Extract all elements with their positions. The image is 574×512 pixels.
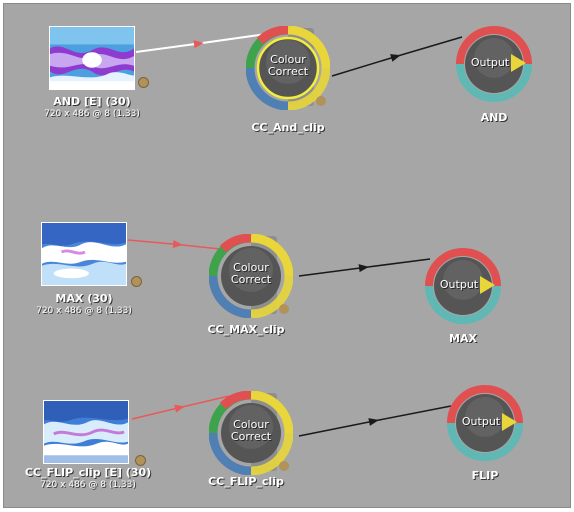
node-title-line1: Colour bbox=[233, 418, 269, 431]
clip-output-port[interactable] bbox=[135, 455, 146, 466]
play-icon bbox=[502, 413, 517, 431]
wire-flip-clip-to-cc[interactable] bbox=[131, 395, 230, 420]
wire-cc-max-to-output[interactable] bbox=[298, 258, 431, 277]
node-title-line1: Colour bbox=[233, 261, 269, 274]
output-node-title: Output bbox=[461, 415, 501, 428]
clip-name: CC_FLIP_clip [E] (30) bbox=[24, 466, 152, 479]
cc-node-label: CC_And_clip bbox=[251, 121, 325, 134]
node-title: Colour Correct bbox=[256, 54, 320, 78]
output-node[interactable]: Output bbox=[425, 248, 501, 324]
node-title-line2: Correct bbox=[230, 273, 272, 286]
cc-node-label: CC_MAX_clip bbox=[207, 323, 285, 336]
colour-correct-node[interactable]: Colour Correct bbox=[209, 391, 293, 475]
clip-thumbnail-flip[interactable] bbox=[43, 400, 129, 464]
clip-dimensions: 720 x 486 @ 8 (1.33) bbox=[40, 480, 136, 490]
play-icon bbox=[511, 54, 526, 72]
clip-name: AND [E] (30) bbox=[53, 95, 131, 108]
cc-node-label: CC_FLIP_clip bbox=[208, 475, 284, 488]
node-title: Colour Correct bbox=[219, 419, 283, 443]
clip-thumbnail-and[interactable] bbox=[49, 26, 135, 90]
node-title-line1: Colour bbox=[270, 53, 306, 66]
output-node-title: Output bbox=[439, 278, 479, 291]
wire-cc-flip-to-output[interactable] bbox=[298, 405, 452, 437]
play-icon bbox=[480, 276, 495, 294]
selection-ring bbox=[256, 36, 320, 100]
wire-max-clip-to-cc[interactable] bbox=[127, 239, 230, 251]
wire-cc-and-to-output[interactable] bbox=[331, 36, 463, 77]
output-node-label: MAX bbox=[449, 332, 477, 345]
clip-output-port[interactable] bbox=[131, 276, 142, 287]
node-title-line2: Correct bbox=[267, 65, 309, 78]
clip-output-port[interactable] bbox=[138, 77, 149, 88]
output-node-title: Output bbox=[470, 56, 510, 69]
output-node-label: FLIP bbox=[471, 469, 499, 482]
clip-thumbnail-max[interactable] bbox=[41, 222, 127, 286]
clip-dimensions: 720 x 486 @ 8 (1.33) bbox=[44, 109, 140, 119]
clip-dimensions: 720 x 486 @ 8 (1.33) bbox=[36, 306, 132, 316]
output-node-label: AND bbox=[480, 111, 508, 124]
colour-correct-node[interactable]: Colour Correct bbox=[246, 26, 330, 110]
colour-correct-node[interactable]: Colour Correct bbox=[209, 234, 293, 318]
node-title-line2: Correct bbox=[230, 430, 272, 443]
clip-name: MAX (30) bbox=[55, 292, 113, 305]
connection-wires bbox=[127, 33, 463, 437]
output-node[interactable]: Output bbox=[447, 385, 523, 461]
output-node[interactable]: Output bbox=[456, 26, 532, 102]
node-graph-canvas[interactable]: AND [E] (30) 720 x 486 @ 8 (1.33) Colour… bbox=[3, 3, 571, 508]
node-title: Colour Correct bbox=[219, 262, 283, 286]
wire-and-clip-to-cc[interactable] bbox=[135, 33, 267, 53]
